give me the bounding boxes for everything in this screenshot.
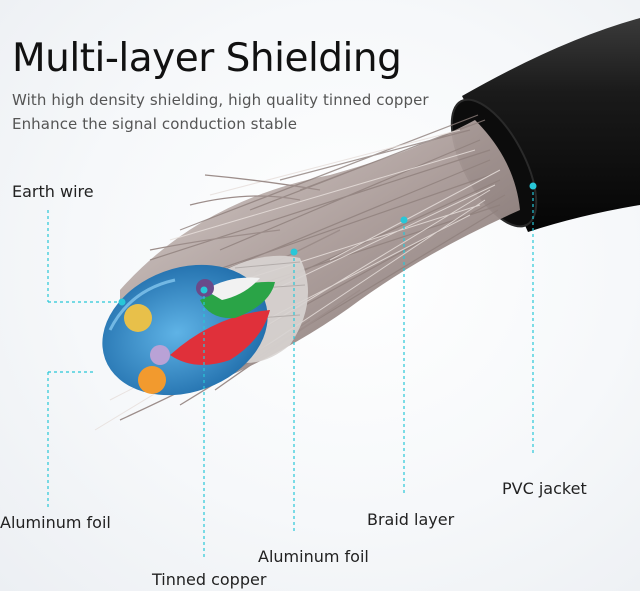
- label-aluminum-foil-left: Aluminum foil: [0, 513, 111, 532]
- inner-core: [102, 264, 275, 396]
- subtitle-line-1: With high density shielding, high qualit…: [12, 91, 429, 109]
- orange-wire: [138, 366, 166, 394]
- label-tinned-copper: Tinned copper: [152, 570, 267, 589]
- leader-lines: [47, 186, 534, 560]
- subtitle-line-2: Enhance the signal conduction stable: [12, 115, 298, 133]
- page-title: Multi-layer Shielding: [12, 36, 402, 81]
- red-wire: [170, 310, 270, 365]
- green-wire: [200, 281, 275, 319]
- label-braid-layer: Braid layer: [367, 510, 455, 529]
- leader-dots: [118, 182, 537, 306]
- label-aluminum-foil-center: Aluminum foil: [258, 547, 369, 566]
- label-earth-wire: Earth wire: [12, 182, 94, 201]
- label-pvc-jacket: PVC jacket: [502, 479, 587, 498]
- white-wire: [205, 277, 260, 300]
